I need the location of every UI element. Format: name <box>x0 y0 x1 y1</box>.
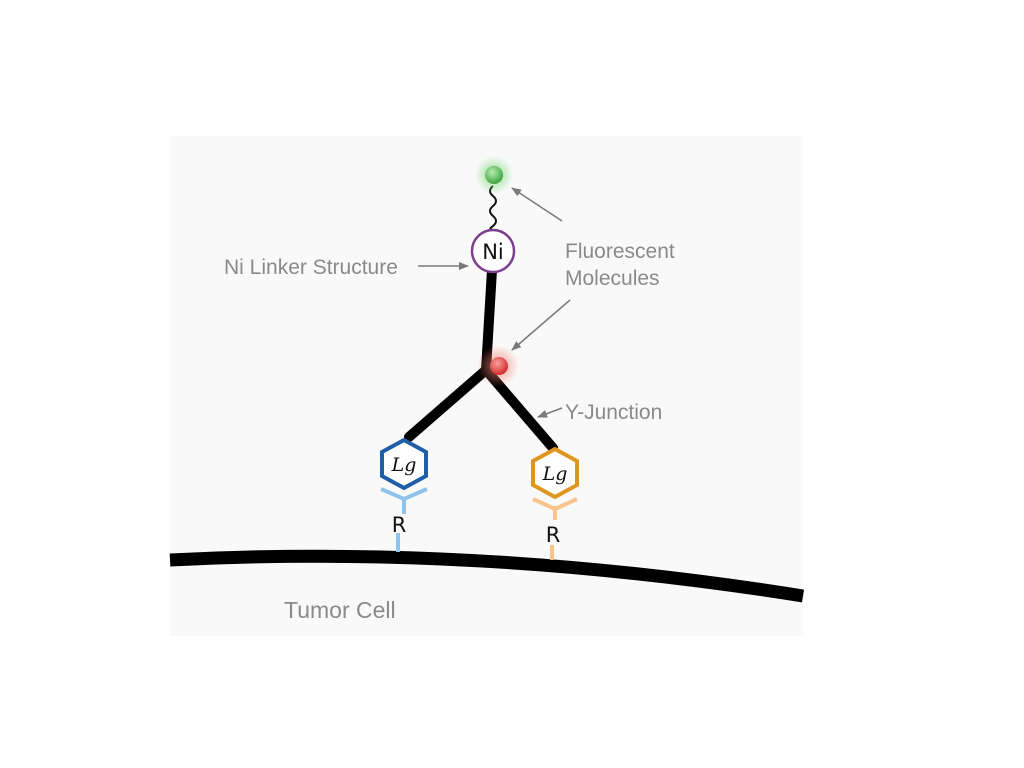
y-junction-label: Y-Junction <box>565 401 662 424</box>
fluorescent-label-line1: Fluorescent <box>565 240 675 263</box>
receptor-left <box>380 487 428 552</box>
ligand-left-label: Lg <box>391 454 417 476</box>
ni-linker-label: Ni Linker Structure <box>224 256 398 279</box>
ligand-right-hexagon <box>531 446 579 500</box>
fluorophore-tether <box>489 185 497 235</box>
tumor-cell-label: Tumor Cell <box>284 597 396 623</box>
arrow-to-green-fluor <box>511 187 563 222</box>
ligand-left-hexagon <box>380 437 428 491</box>
tumor-cell-membrane <box>169 549 805 603</box>
ni-linker-node <box>470 228 516 274</box>
fluorescent-label-line2: Molecules <box>565 267 660 290</box>
ni-label: Ni <box>482 240 504 264</box>
receptor-right <box>532 497 578 560</box>
ligand-right-label: Lg <box>542 463 568 485</box>
receptor-left-label: R <box>392 513 407 537</box>
red-fluorescent-molecule <box>490 357 508 375</box>
arrow-to-y-junction <box>537 407 563 418</box>
receptor-right-label: R <box>546 523 561 547</box>
arrow-to-red-fluor <box>511 299 571 351</box>
green-fluorescent-molecule <box>485 166 503 184</box>
